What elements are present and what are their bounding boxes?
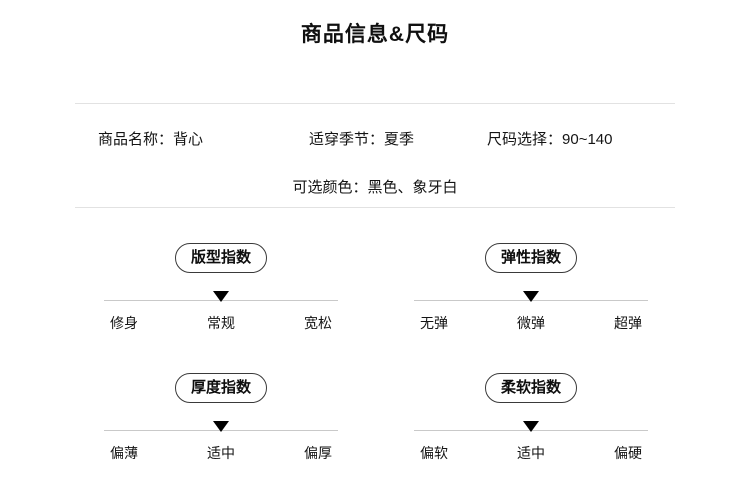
index-option-softness-0: 偏软 xyxy=(420,445,448,461)
index-scale-thickness xyxy=(104,421,338,432)
attribute-size-range-label: 尺码选择： xyxy=(487,131,563,148)
index-option-elasticity-0: 无弹 xyxy=(420,315,448,331)
divider-top xyxy=(75,103,675,104)
index-option-thickness-2: 偏厚 xyxy=(304,445,332,461)
index-option-fit-1: 常规 xyxy=(207,315,235,331)
index-option-fit-2: 宽松 xyxy=(304,315,332,331)
index-card-elasticity: 弹性指数 无弹 微弹 超弹 xyxy=(376,243,686,334)
index-badge-thickness: 厚度指数 xyxy=(174,373,267,403)
product-attributes-row: 商品名称：背心 适穿季节：夏季 尺码选择：90~140 xyxy=(75,128,675,152)
attribute-product-name: 商品名称：背心 xyxy=(98,128,203,152)
index-badge-line-fit: 版型指数 xyxy=(66,243,376,283)
page-title-container: 商品信息&尺码 xyxy=(0,20,750,50)
divider-bottom xyxy=(75,207,675,208)
index-marker-elasticity xyxy=(523,291,539,302)
index-badge-line-thickness: 厚度指数 xyxy=(66,373,376,413)
index-scale-fit xyxy=(104,291,338,302)
attribute-size-range: 尺码选择：90~140 xyxy=(487,128,613,152)
index-row-1: 版型指数 修身 常规 宽松 弹性指数 无弹 xyxy=(0,243,750,373)
index-badge-elasticity: 弹性指数 xyxy=(484,243,577,273)
index-labels-thickness: 偏薄 适中 偏厚 xyxy=(76,442,366,464)
index-option-fit-0: 修身 xyxy=(110,315,138,331)
index-card-thickness: 厚度指数 偏薄 适中 偏厚 xyxy=(66,373,376,464)
index-option-thickness-1: 适中 xyxy=(207,445,235,461)
index-marker-thickness xyxy=(213,421,229,432)
attribute-colors-label: 可选颜色： xyxy=(292,179,368,196)
attribute-season-value: 夏季 xyxy=(384,131,415,148)
attribute-colors-value: 黑色、象牙白 xyxy=(367,179,458,196)
index-option-softness-1: 适中 xyxy=(517,445,545,461)
index-labels-elasticity: 无弹 微弹 超弹 xyxy=(386,312,676,334)
index-option-elasticity-1: 微弹 xyxy=(517,315,545,331)
index-row-2: 厚度指数 偏薄 适中 偏厚 柔软指数 偏软 xyxy=(0,373,750,503)
attribute-product-name-label: 商品名称： xyxy=(98,131,174,148)
attribute-season-label: 适穿季节： xyxy=(309,131,385,148)
product-colors-row: 可选颜色：黑色、象牙白 xyxy=(0,176,750,200)
attribute-colors: 可选颜色：黑色、象牙白 xyxy=(292,176,457,200)
index-labels-fit: 修身 常规 宽松 xyxy=(76,312,366,334)
index-badge-fit: 版型指数 xyxy=(174,243,267,273)
index-grid: 版型指数 修身 常规 宽松 弹性指数 无弹 xyxy=(0,243,750,503)
index-scale-softness xyxy=(414,421,648,432)
index-labels-softness: 偏软 适中 偏硬 xyxy=(386,442,676,464)
attribute-size-range-value: 90~140 xyxy=(562,131,613,148)
attribute-product-name-value: 背心 xyxy=(173,131,204,148)
index-badge-softness: 柔软指数 xyxy=(484,373,577,403)
index-marker-softness xyxy=(523,421,539,432)
index-badge-line-softness: 柔软指数 xyxy=(376,373,686,413)
index-option-elasticity-2: 超弹 xyxy=(614,315,642,331)
index-marker-fit xyxy=(213,291,229,302)
page-title: 商品信息&尺码 xyxy=(292,20,458,50)
attribute-season: 适穿季节：夏季 xyxy=(309,128,414,152)
index-option-softness-2: 偏硬 xyxy=(614,445,642,461)
index-scale-elasticity xyxy=(414,291,648,302)
index-card-softness: 柔软指数 偏软 适中 偏硬 xyxy=(376,373,686,464)
index-option-thickness-0: 偏薄 xyxy=(110,445,138,461)
index-badge-line-elasticity: 弹性指数 xyxy=(376,243,686,283)
index-card-fit: 版型指数 修身 常规 宽松 xyxy=(66,243,376,334)
